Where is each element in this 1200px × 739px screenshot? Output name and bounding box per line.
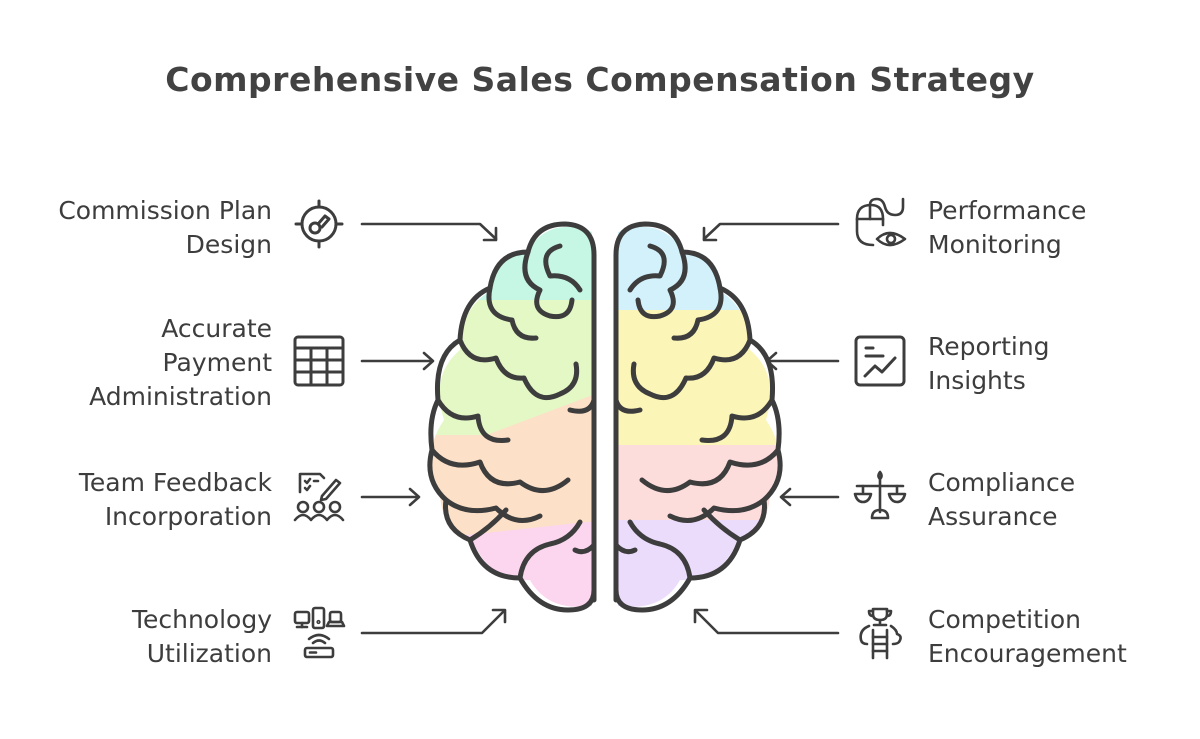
label-line: Insights <box>928 366 1026 395</box>
label-line: Assurance <box>928 502 1058 531</box>
arrow-compliance <box>779 487 840 507</box>
arrow-competition <box>693 608 840 635</box>
label-reporting-insights: Reporting Insights <box>928 330 1050 398</box>
table-grid-icon <box>292 334 346 388</box>
label-line: Monitoring <box>928 230 1062 259</box>
label-line: Accurate <box>161 314 272 343</box>
label-competition-encouragement: Competition Encouragement <box>928 603 1127 671</box>
label-line: Technology <box>131 605 272 634</box>
label-line: Encouragement <box>928 639 1127 668</box>
arrow-commission <box>360 222 498 242</box>
trophy-ladder-icon <box>853 606 907 660</box>
diagram-title: Comprehensive Sales Compensation Strateg… <box>165 60 1035 99</box>
label-performance-monitoring: Performance Monitoring <box>928 194 1086 262</box>
label-team-feedback-incorporation: Team Feedback Incorporation <box>79 466 272 534</box>
label-line: Team Feedback <box>78 468 272 497</box>
label-line: Design <box>185 230 272 259</box>
label-commission-plan-design: Commission Plan Design <box>58 194 272 262</box>
label-line: Payment <box>162 348 272 377</box>
arrow-technology <box>360 608 507 635</box>
label-accurate-payment-administration: Accurate Payment Administration <box>89 312 272 414</box>
label-technology-utilization: Technology Utilization <box>132 603 272 671</box>
label-line: Administration <box>89 382 272 411</box>
label-line: Competition <box>928 605 1081 634</box>
arrow-performance <box>702 222 840 242</box>
devices-router-icon <box>292 606 346 660</box>
arrow-feedback <box>360 487 421 507</box>
mouse-eye-icon <box>853 197 907 251</box>
label-line: Commission Plan <box>58 196 272 225</box>
target-key-icon <box>292 197 346 251</box>
label-line: Compliance <box>928 468 1076 497</box>
brain-illustration <box>427 221 783 613</box>
label-line: Reporting <box>928 332 1050 361</box>
label-line: Utilization <box>146 639 272 668</box>
label-compliance-assurance: Compliance Assurance <box>928 466 1075 534</box>
chart-report-icon <box>853 334 907 388</box>
label-line: Incorporation <box>104 502 272 531</box>
arrow-payment <box>360 351 435 371</box>
scales-icon <box>853 470 907 524</box>
label-line: Performance <box>928 196 1087 225</box>
checklist-team-icon <box>292 470 346 524</box>
